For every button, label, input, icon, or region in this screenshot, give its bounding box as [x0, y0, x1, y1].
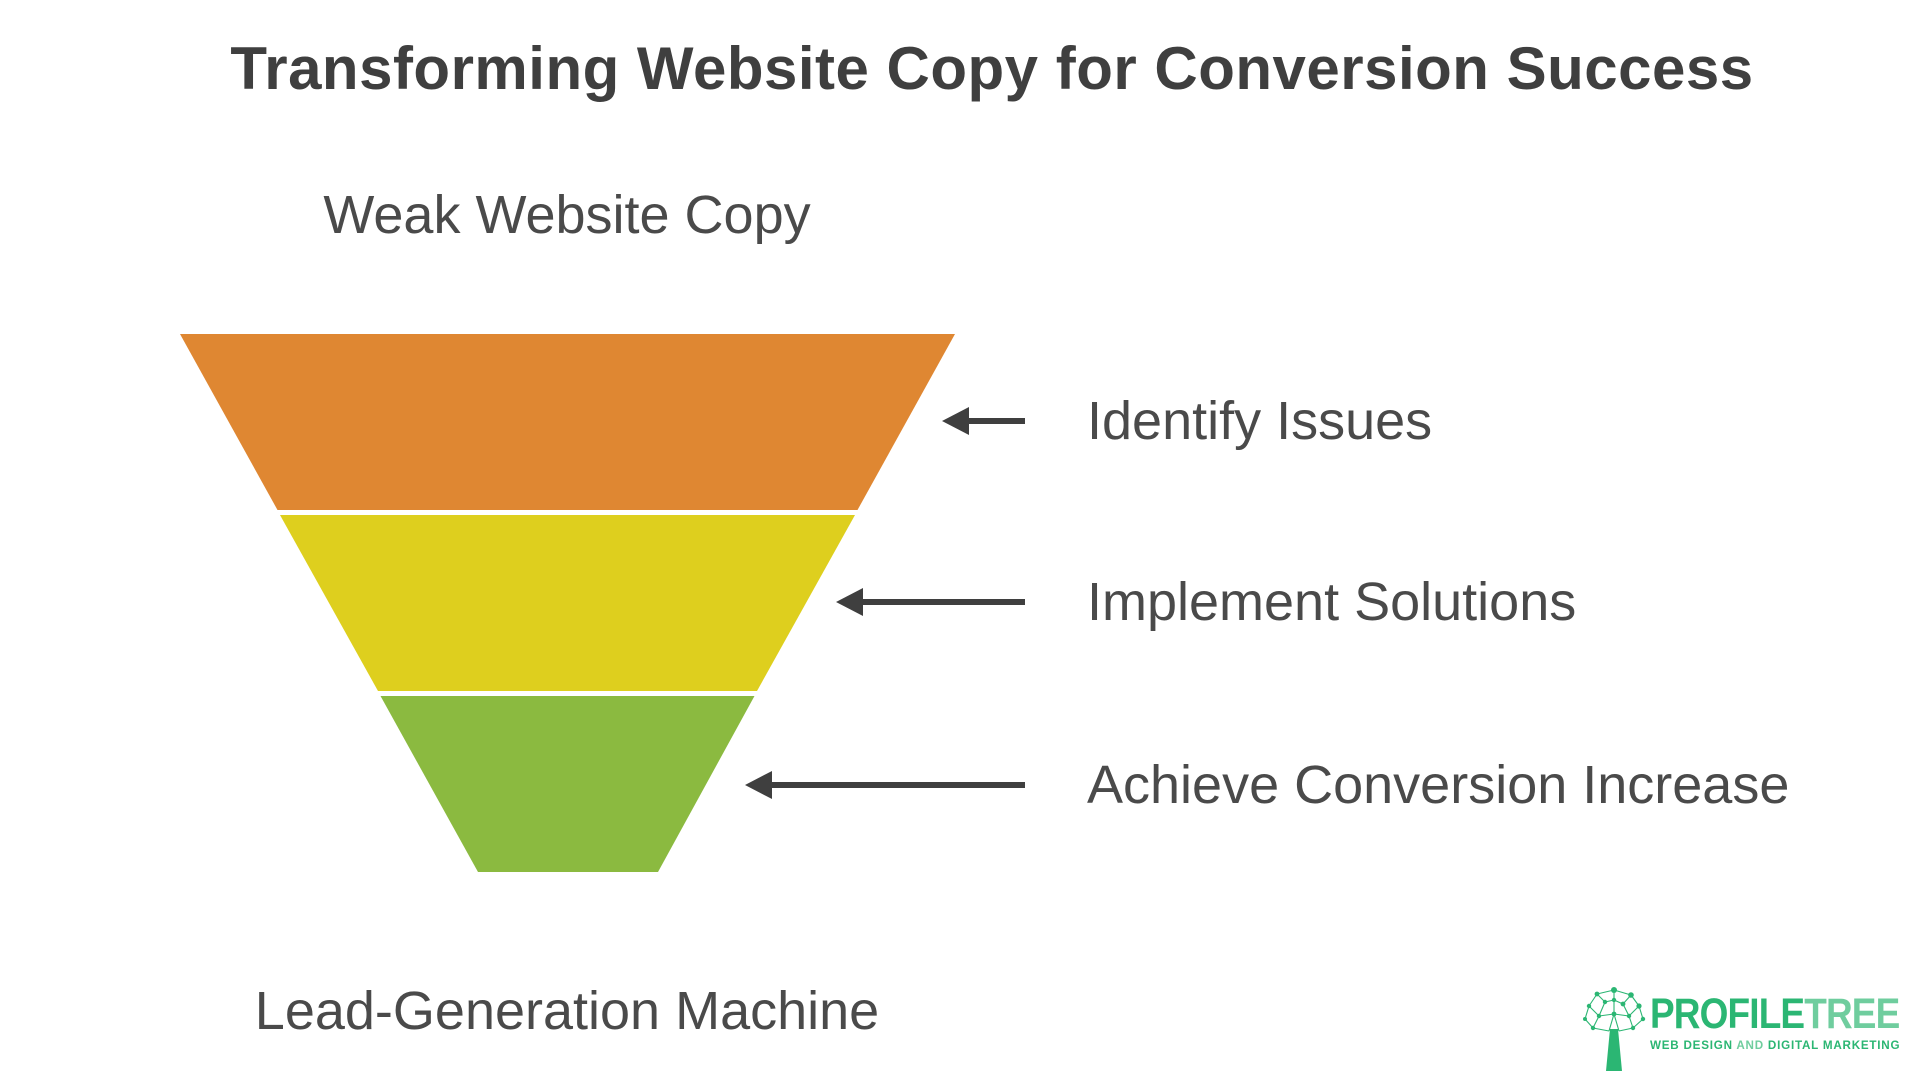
annotation-label-achieve-conversion-increase: Achieve Conversion Increase	[1087, 755, 1790, 815]
annotation-label-implement-solutions: Implement Solutions	[1087, 572, 1577, 632]
tagline-web-design: WEB DESIGN	[1650, 1038, 1733, 1052]
tagline-digital-marketing: DIGITAL MARKETING	[1767, 1038, 1901, 1052]
funnel-bottom-label: Lead-Generation Machine	[254, 981, 880, 1041]
annotation-label-identify-issues: Identify Issues	[1087, 391, 1433, 451]
page-title: Transforming Website Copy for Conversion…	[230, 35, 1754, 102]
logo-tagline: WEB DESIGN AND DIGITAL MARKETING	[1650, 1038, 1920, 1052]
profiletree-logo: PROFILETREE WEB DESIGN AND DIGITAL MARKE…	[1583, 985, 1913, 1075]
funnel-segment-middle	[280, 515, 855, 691]
brand-name-secondary: TREE	[1804, 990, 1900, 1038]
funnel-segment-top	[180, 334, 955, 510]
funnel-segment-bottom	[380, 696, 755, 872]
arrow-head-icon	[942, 407, 969, 435]
arrow-head-icon	[836, 588, 863, 616]
brand-name-primary: PROFILE	[1650, 990, 1805, 1038]
arrow-head-icon	[745, 771, 772, 799]
profiletree-tree-icon	[1583, 987, 1646, 1071]
profiletree-wordmark: PROFILETREE WEB DESIGN AND DIGITAL MARKE…	[1650, 990, 1920, 1053]
funnel-top-label: Weak Website Copy	[323, 185, 811, 245]
tagline-and: AND	[1732, 1038, 1768, 1052]
